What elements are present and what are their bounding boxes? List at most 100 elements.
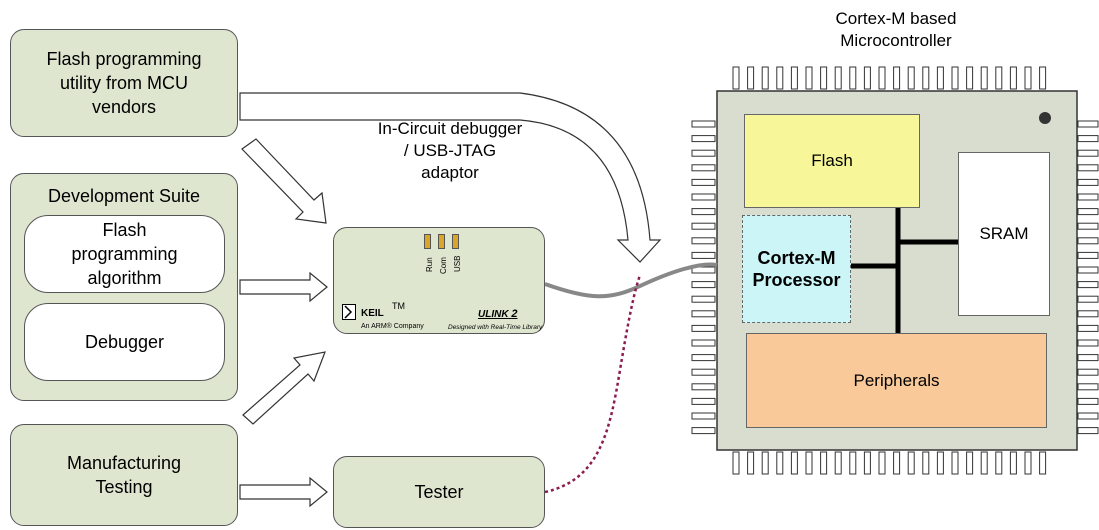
chip-pin-top (878, 66, 886, 90)
chip-pin-right (1077, 324, 1099, 332)
tester-label: Tester (414, 482, 464, 502)
chip-pin-bottom (790, 451, 798, 475)
manufacturing-testing-box: Manufacturing Testing (10, 424, 238, 526)
ulink-product: ULINK 2 (478, 302, 517, 327)
chip-pin-left (691, 412, 716, 420)
sram-block: SRAM (958, 152, 1050, 316)
chip-pin-left (691, 178, 716, 186)
chip-pin-bottom (951, 451, 959, 475)
ulink-tagline: Designed with Real-Time Library (448, 324, 543, 331)
chip-pin-left (691, 135, 716, 143)
flash-block: Flash (744, 114, 920, 208)
chip-pin-top (907, 66, 915, 90)
chip-pin-bottom (893, 451, 901, 475)
chip-pin-top (732, 66, 740, 90)
chip-pin-top (980, 66, 988, 90)
chip-pin-top (951, 66, 959, 90)
chip-pin-right (1077, 251, 1099, 259)
chip-pin-bottom (1009, 451, 1017, 475)
chip-pin-right (1077, 368, 1099, 376)
chip-pin-top (1039, 66, 1047, 90)
chip-pin-left (691, 251, 716, 259)
chip-pin-top (834, 66, 842, 90)
chip-pin-left (691, 368, 716, 376)
chip-pin-left (691, 149, 716, 157)
ulink-adaptor-box: Run Com USB KEIL TM An ARM® Company ULIN… (333, 227, 545, 334)
chip-pin-left (691, 120, 716, 128)
chip-pin-right (1077, 178, 1099, 186)
chip-pin-bottom (834, 451, 842, 475)
flash-utility-label: Flash programming utility from MCU vendo… (46, 49, 202, 117)
debugger-label: Debugger (84, 332, 165, 352)
chip-pin-bottom (980, 451, 988, 475)
chip-pin-left (691, 339, 716, 347)
led-usb-label: USB (453, 255, 462, 272)
chip-pin-right (1077, 412, 1099, 420)
chip-pin-bottom (863, 451, 871, 475)
chip-pin-right (1077, 295, 1099, 303)
chip-pin-bottom (820, 451, 828, 475)
debugger-box: Debugger (24, 303, 225, 381)
chip-pin-bottom (966, 451, 974, 475)
chip-pin-bottom (1039, 451, 1047, 475)
ulink-product-number: 2 (511, 308, 518, 320)
keil-logo-icon (342, 304, 356, 320)
chip-pin-top (805, 66, 813, 90)
chip-pin-top (790, 66, 798, 90)
chip-pin-left (691, 164, 716, 172)
arrow-utility-to-adaptor (241, 138, 327, 224)
chip-pin-bottom (907, 451, 915, 475)
development-suite-box: Development Suite Flash programming algo… (10, 173, 238, 401)
chip-pin-right (1077, 237, 1099, 245)
flash-block-label: Flash (811, 151, 853, 170)
chip-pin-top (893, 66, 901, 90)
pin1-marker (1039, 112, 1051, 124)
chip-pin-left (691, 208, 716, 216)
chip-pin-bottom (1024, 451, 1032, 475)
ulink-product-name: ULINK (478, 309, 509, 320)
led-com (438, 234, 445, 249)
chip-pin-top (820, 66, 828, 90)
chip-pin-left (691, 310, 716, 318)
processor-block: Cortex-M Processor (742, 215, 851, 323)
chip-pin-bottom (805, 451, 813, 475)
chip-pin-left (691, 281, 716, 289)
chip-pin-right (1077, 397, 1099, 405)
chip-pin-right (1077, 354, 1099, 362)
arrow-devsuite-to-adaptor (239, 271, 328, 303)
chip-pin-top (863, 66, 871, 90)
flash-algorithm-box: Flash programming algorithm (24, 215, 225, 293)
flash-utility-box: Flash programming utility from MCU vendo… (10, 29, 238, 137)
chip-pin-left (691, 237, 716, 245)
chip-pin-bottom (878, 451, 886, 475)
peripherals-block: Peripherals (746, 333, 1047, 428)
chip-pin-right (1077, 120, 1099, 128)
chip-pin-bottom (936, 451, 944, 475)
chip-pin-left (691, 222, 716, 230)
chip-pin-right (1077, 149, 1099, 157)
tester-box: Tester (333, 456, 545, 528)
chip-pin-right (1077, 310, 1099, 318)
processor-block-label: Cortex-M Processor (752, 248, 841, 290)
chip-pin-right (1077, 208, 1099, 216)
led-run (424, 234, 431, 249)
chip-pin-left (691, 266, 716, 274)
chip-pin-right (1077, 383, 1099, 391)
chip-pin-top (1024, 66, 1032, 90)
chip-pin-right (1077, 222, 1099, 230)
tester-link (544, 274, 642, 494)
chip-pin-top (936, 66, 944, 90)
chip-pin-bottom (776, 451, 784, 475)
chip-pin-top (922, 66, 930, 90)
chip-pin-right (1077, 266, 1099, 274)
chip-pin-bottom (761, 451, 769, 475)
chip-pin-top (966, 66, 974, 90)
mcu-label: Cortex-M based Microcontroller (835, 9, 957, 50)
sram-block-label: SRAM (979, 224, 1029, 243)
curved-arrow-utility-to-mcu (239, 92, 662, 263)
chip-pin-left (691, 295, 716, 303)
keil-tm: TM (392, 301, 405, 311)
chip-pin-right (1077, 193, 1099, 201)
chip-pin-left (691, 383, 716, 391)
chip-pin-left (691, 427, 716, 435)
